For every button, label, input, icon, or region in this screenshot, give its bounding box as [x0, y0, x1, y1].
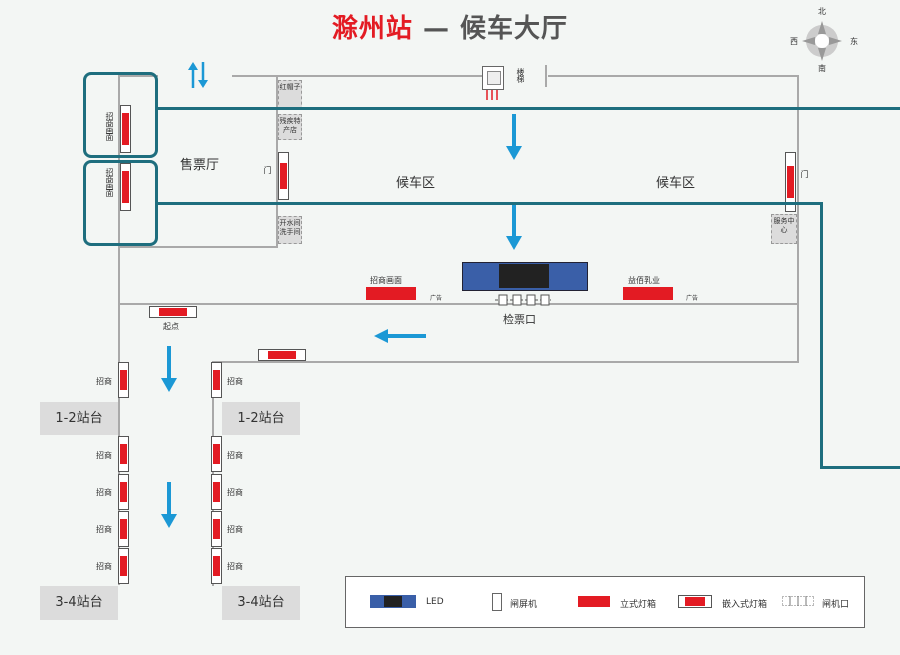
callout-box-2 — [83, 160, 158, 246]
callout-line-2b — [820, 202, 823, 468]
waiting-area-right-label: 候车区 — [656, 176, 696, 191]
corridor-lightbox-l1 — [118, 362, 129, 398]
platform-12-left: 1-2站台 — [40, 402, 118, 435]
corridor-lightbox-r1 — [211, 362, 222, 398]
disabled-box: 残疾特产店 — [278, 114, 302, 140]
legend-gate-swatch — [492, 593, 502, 611]
left-ad-label-1: 招商画面 — [105, 112, 114, 140]
recruit-screen-right-label: 招商画面 — [370, 276, 402, 285]
stairs-label: 楼梯 — [516, 68, 525, 82]
zhaoshang-label-10: 招商 — [227, 562, 243, 571]
compass-south: 南 — [818, 64, 826, 73]
standing-lightbox-dairy — [623, 287, 673, 300]
left-ad-label-2: 招商画面 — [105, 168, 114, 196]
wall-left — [118, 75, 120, 585]
embedded-lightbox-left-1 — [120, 105, 131, 153]
title-separator: — — [412, 14, 461, 44]
wall-ticket-bottom — [118, 246, 278, 248]
compass-north: 北 — [818, 7, 826, 16]
arrow-left-icon — [374, 329, 426, 343]
wall-ticket-inner — [276, 75, 278, 247]
platform-34-left: 3-4站台 — [40, 586, 118, 620]
side-label-a: 广告 — [430, 295, 443, 302]
service-desk-box: 服务中心 — [771, 214, 797, 244]
right-door-label: 门 — [800, 170, 809, 177]
legend: LED 闸屏机 立式灯箱 嵌入式灯箱 闸机口 — [345, 576, 865, 628]
embedded-lightbox-left-2 — [120, 163, 131, 211]
gate-red-marks-icon — [486, 90, 498, 100]
wall-right-corridor — [212, 361, 214, 586]
callout-box-1 — [83, 72, 158, 158]
station-name: 滁州站 — [331, 14, 413, 44]
legend-standing-swatch — [578, 596, 610, 607]
updown-arrows-icon — [188, 62, 208, 88]
side-label-b: 广告 — [686, 295, 699, 302]
hall-name: 候车大厅 — [460, 14, 569, 44]
ticket-door-label: 门 — [263, 166, 272, 173]
zhaoshang-label-7: 招商 — [227, 451, 243, 460]
start-label: 起点 — [163, 322, 179, 331]
zhaoshang-label-1: 招商 — [96, 377, 112, 386]
zhaoshang-label-2: 招商 — [96, 451, 112, 460]
ticket-hall-label: 售票厅 — [180, 158, 220, 173]
ticket-gate — [495, 292, 551, 306]
zhaoshang-label-6: 招商 — [227, 377, 243, 386]
wall-top-right — [548, 75, 798, 77]
zhaoshang-label-9: 招商 — [227, 525, 243, 534]
embedded-lightbox-start — [149, 306, 197, 318]
arrow-down-icon-4 — [161, 482, 177, 528]
compass: 北 南 西 东 — [790, 6, 858, 73]
platform-34-right: 3-4站台 — [222, 586, 300, 620]
legend-gate-entry-icon — [782, 596, 814, 606]
embedded-lightbox-ticket — [278, 152, 289, 200]
wall-top — [232, 75, 482, 77]
gate-machine — [482, 66, 504, 90]
zhaoshang-label-3: 招商 — [96, 488, 112, 497]
arrow-down-icon-3 — [161, 346, 177, 392]
legend-led-swatch — [370, 595, 416, 608]
corridor-lightbox-r3 — [211, 474, 222, 510]
arrow-down-icon-2 — [506, 204, 522, 250]
zhaoshang-label-4: 招商 — [96, 525, 112, 534]
zhaoshang-label-5: 招商 — [96, 562, 112, 571]
callout-line-2c — [820, 466, 900, 469]
compass-icon — [802, 21, 842, 61]
legend-gate-entry-label: 闸机口 — [822, 600, 850, 610]
legend-standing-label: 立式灯箱 — [620, 600, 657, 610]
corridor-lightbox-l5 — [118, 548, 129, 584]
wall-gap-marker — [545, 65, 547, 87]
waiting-area-left-label: 候车区 — [396, 176, 436, 191]
wall-mid — [118, 303, 798, 305]
led-screen — [462, 262, 588, 291]
corridor-lightbox-l4 — [118, 511, 129, 547]
callout-line-1 — [157, 107, 900, 110]
embedded-lightbox-right — [785, 152, 796, 212]
page-title: 滁州站 — 候车大厅 — [0, 8, 900, 45]
legend-embedded-swatch — [678, 595, 712, 608]
standing-lightbox-recruit — [366, 287, 416, 300]
arrow-down-icon-1 — [506, 114, 522, 160]
corridor-lightbox-l2 — [118, 436, 129, 472]
legend-embedded-label: 嵌入式灯箱 — [722, 600, 768, 610]
wall-bottom-right — [212, 361, 798, 363]
legend-gate-label: 闸屏机 — [510, 600, 538, 610]
callout-line-2a — [157, 202, 823, 205]
wall-right — [797, 75, 799, 363]
wall-top-left — [118, 75, 158, 77]
platform-12-right: 1-2站台 — [222, 402, 300, 435]
dairy-label: 益佰乳业 — [628, 276, 660, 285]
hongmaozi-box: 红帽子 — [278, 80, 302, 110]
corridor-lightbox-r5 — [211, 548, 222, 584]
ticket-gate-label: 检票口 — [503, 313, 536, 326]
zhaoshang-label-8: 招商 — [227, 488, 243, 497]
corridor-lightbox-r2 — [211, 436, 222, 472]
embedded-lightbox-corridor — [258, 349, 306, 361]
drinking-box: 开水间 洗手间 — [278, 216, 302, 244]
corridor-lightbox-l3 — [118, 474, 129, 510]
compass-west: 西 — [790, 37, 798, 46]
legend-led-label: LED — [426, 597, 444, 607]
corridor-lightbox-r4 — [211, 511, 222, 547]
compass-east: 东 — [850, 37, 858, 46]
